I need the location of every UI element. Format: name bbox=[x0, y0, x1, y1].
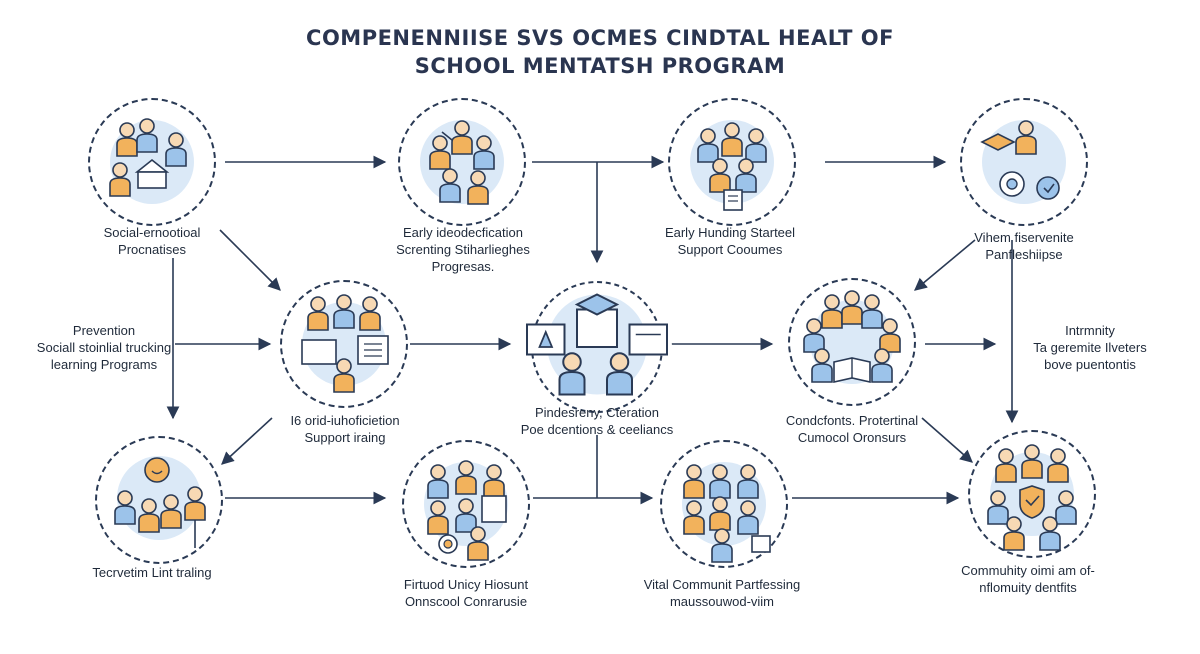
page-title: COMPENENNIISE SVS OCMES CINDTAL HEALT OF bbox=[306, 26, 894, 50]
label-partnerships: Vihem fiservenite Panfleshiipse bbox=[974, 230, 1074, 262]
node-school-councils bbox=[402, 440, 530, 568]
node-prevention-center bbox=[522, 272, 672, 422]
arrow-5-8 bbox=[221, 417, 273, 465]
arrow-1-5 bbox=[219, 229, 281, 291]
node-teacher-training bbox=[95, 436, 223, 564]
label-community-outcomes: Commuhity oimi am of- nflomuity dentfits bbox=[961, 563, 1095, 595]
node-social-emotional bbox=[88, 98, 216, 226]
node-support-training bbox=[280, 280, 408, 408]
online-learning-icon bbox=[526, 281, 668, 413]
arrow-4-7 bbox=[914, 239, 976, 291]
arrow-7-11 bbox=[921, 417, 973, 463]
node-community-partnering bbox=[660, 440, 788, 568]
label-community-partnering: Vital Communit Partfessing maussouwod-vi… bbox=[643, 577, 801, 609]
student-council-icon bbox=[424, 460, 508, 561]
label-support-training: I6 orid-iuhoficietion Support iraing bbox=[290, 413, 400, 445]
community-partners-icon bbox=[682, 462, 771, 563]
node-partnerships bbox=[960, 98, 1088, 226]
reading-group-icon bbox=[803, 290, 901, 384]
label-prevention: Prevention Sociall stoinlial trucking le… bbox=[36, 323, 172, 372]
node-protective-councils bbox=[788, 278, 916, 406]
node-early-support bbox=[668, 98, 796, 226]
graduation-partners-icon bbox=[980, 120, 1066, 204]
protected-community-icon bbox=[987, 444, 1077, 551]
label-prevention-center: Pindesreny, Cteration Poe dcentions & ce… bbox=[520, 405, 674, 437]
label-social-emotional: Social-ernootioal Procnatises bbox=[103, 225, 201, 257]
community-building-icon bbox=[109, 118, 194, 204]
label-protective-councils: Condcfonts. Protertinal Cumocol Oronsurs bbox=[785, 413, 919, 445]
node-community-outcomes bbox=[968, 430, 1096, 558]
support-team-icon bbox=[690, 120, 774, 211]
label-early-identification: Early ideodecfication Screnting Stiharli… bbox=[396, 225, 530, 274]
label-early-support: Early Hunding Starteel Support Cooumes bbox=[664, 225, 796, 257]
label-teacher-training: Tecrvetim Lint traling bbox=[92, 565, 212, 580]
node-early-identification bbox=[398, 98, 526, 226]
screening-group-icon bbox=[420, 120, 504, 205]
label-school-councils: Firtuod Unicy Hiosunt Onnscool Conrarusi… bbox=[403, 577, 529, 609]
family-wellbeing-icon bbox=[114, 456, 206, 548]
label-intermnity: Intrmnity Ta geremite Ilveters bove puen… bbox=[1033, 323, 1147, 372]
classroom-training-icon bbox=[301, 294, 389, 393]
page-subtitle: SCHOOL MENTATSH PROGRAM bbox=[414, 54, 786, 78]
